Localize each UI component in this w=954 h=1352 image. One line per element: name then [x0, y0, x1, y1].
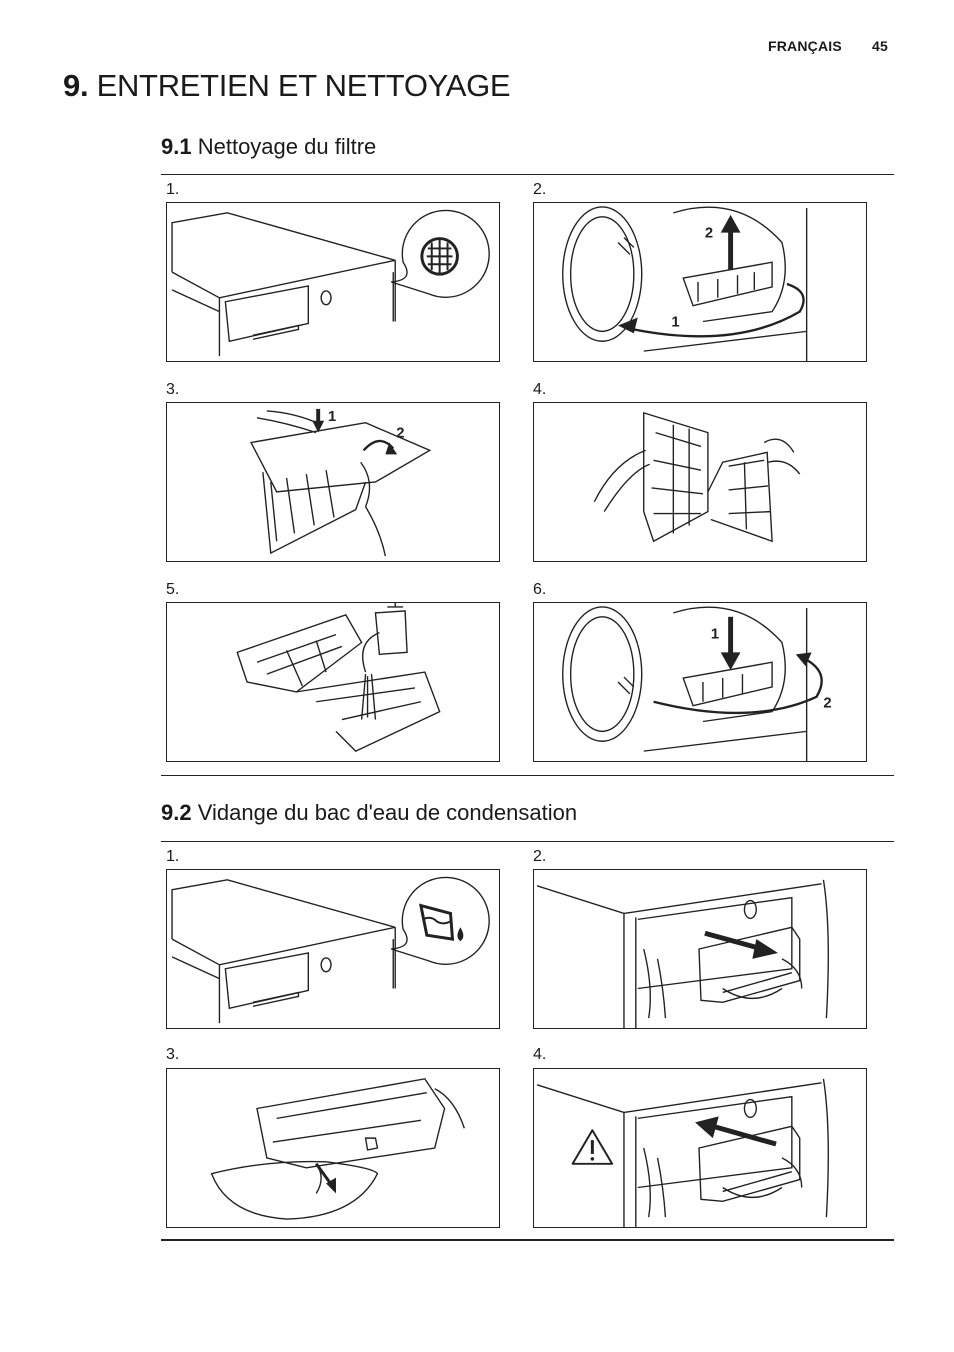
step-number: 5. — [166, 581, 180, 598]
illustration-panel-open-filter: 1 2 — [166, 402, 500, 562]
illustration-panel-reinsert-container — [533, 1068, 867, 1228]
illustration-panel-filter-indicator — [166, 202, 500, 362]
page-header: FRANÇAIS 45 — [768, 38, 888, 54]
step-number: 4. — [533, 1046, 547, 1063]
chapter-number: 9. — [63, 68, 89, 103]
step-number: 2. — [533, 181, 547, 198]
arrow-label: 1 — [328, 409, 336, 425]
step-number: 4. — [533, 381, 547, 398]
filter-grid-icon — [420, 237, 459, 276]
section-number: 9.1 — [161, 134, 192, 159]
illustration-panel-pull-container — [533, 869, 867, 1029]
illustration-panel-remove-filter: 2 1 — [533, 202, 867, 362]
page-number: 45 — [872, 38, 888, 54]
arrow-label: 2 — [396, 426, 404, 442]
section-rule — [161, 174, 894, 175]
warning-icon — [571, 1129, 614, 1165]
section-rule — [161, 841, 894, 842]
step-number: 6. — [533, 581, 547, 598]
illustration-panel-reinsert-filter: 1 2 — [533, 602, 867, 762]
water-container-icon — [418, 903, 464, 942]
illustration-panel-water-indicator — [166, 869, 500, 1029]
step-number: 2. — [533, 848, 547, 865]
step-number: 3. — [166, 1046, 180, 1063]
section-rule — [161, 775, 894, 776]
section-title-9-2: 9.2 Vidange du bac d'eau de condensation — [161, 800, 577, 826]
chapter-title-text: ENTRETIEN ET NETTOYAGE — [96, 68, 511, 103]
arrow-label: 1 — [671, 314, 679, 330]
arrow-label: 2 — [823, 696, 831, 712]
section-title-text: Nettoyage du filtre — [197, 134, 377, 159]
section-title-text: Vidange du bac d'eau de condensation — [197, 800, 578, 825]
step-number: 1. — [166, 848, 180, 865]
illustration-panel-clean-filter — [533, 402, 867, 562]
chapter-title: 9. ENTRETIEN ET NETTOYAGE — [63, 68, 511, 104]
step-number: 1. — [166, 181, 180, 198]
arrow-label: 2 — [705, 226, 713, 242]
section-number: 9.2 — [161, 800, 192, 825]
header-language: FRANÇAIS — [767, 38, 842, 54]
illustration-panel-rinse-filter — [166, 602, 500, 762]
section-title-9-1: 9.1 Nettoyage du filtre — [161, 134, 376, 160]
illustration-panel-empty-water — [166, 1068, 500, 1228]
section-rule — [161, 1239, 894, 1241]
arrow-label: 1 — [711, 627, 719, 643]
step-number: 3. — [166, 381, 180, 398]
